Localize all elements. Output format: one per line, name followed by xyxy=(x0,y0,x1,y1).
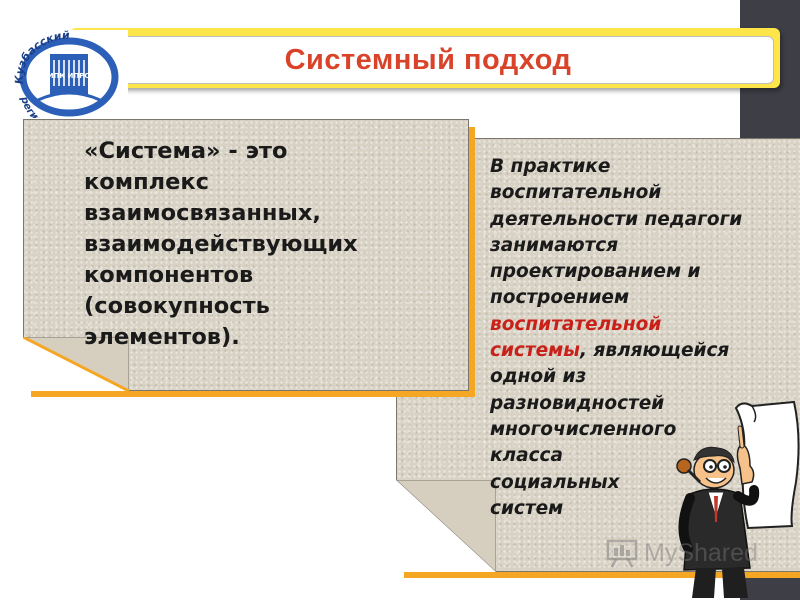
practice-line: занимаются xyxy=(490,234,619,256)
practice-description: В практике воспитательной деятельности п… xyxy=(490,154,800,522)
logo-center-mark: ИПК ИПРО xyxy=(48,72,91,80)
practice-line: систем xyxy=(490,497,564,519)
definition-line: комплекс xyxy=(84,169,210,195)
practice-line: воспитательной xyxy=(490,182,662,204)
practice-line: деятельности педагоги xyxy=(490,208,743,230)
right-card-fold xyxy=(396,480,496,572)
practice-line: одной из xyxy=(490,366,587,388)
system-definition: «Система» - это комплекс взаимосвязанных… xyxy=(84,136,454,353)
watermark-text: MyShared xyxy=(644,538,758,567)
definition-line: взаимодействующих xyxy=(84,231,358,257)
left-card-fold xyxy=(23,337,129,391)
definition-line: (совокупность xyxy=(84,293,270,319)
practice-line: разновидностей xyxy=(490,392,665,414)
practice-line: социальных xyxy=(490,471,620,493)
watermark: MyShared xyxy=(606,538,758,568)
practice-line: многочисленного xyxy=(490,418,677,440)
practice-line-tail: , являющейся xyxy=(580,340,730,362)
presentation-board-icon xyxy=(606,539,638,568)
practice-line: проектированием и xyxy=(490,261,701,283)
practice-line: класса xyxy=(490,445,564,467)
definition-line: элементов). xyxy=(84,324,240,350)
accent-term-systems: системы xyxy=(490,340,581,362)
definition-line: взаимосвязанных, xyxy=(84,200,321,226)
definition-line: компонентов xyxy=(84,262,254,288)
title-box: Системный подход xyxy=(108,36,774,84)
practice-line-accent: системы, являющейся xyxy=(490,338,800,364)
practice-line: построением xyxy=(490,287,630,309)
book-logo-icon: Кузбасский региональный ИПК ИПРО xyxy=(10,30,128,118)
accent-term: воспитательной xyxy=(490,313,662,335)
definition-line: «Система» - это xyxy=(84,138,288,164)
practice-line: В практике xyxy=(490,156,611,177)
professor-with-scroll-icon xyxy=(676,400,800,598)
slide-title: Системный подход xyxy=(284,43,572,76)
